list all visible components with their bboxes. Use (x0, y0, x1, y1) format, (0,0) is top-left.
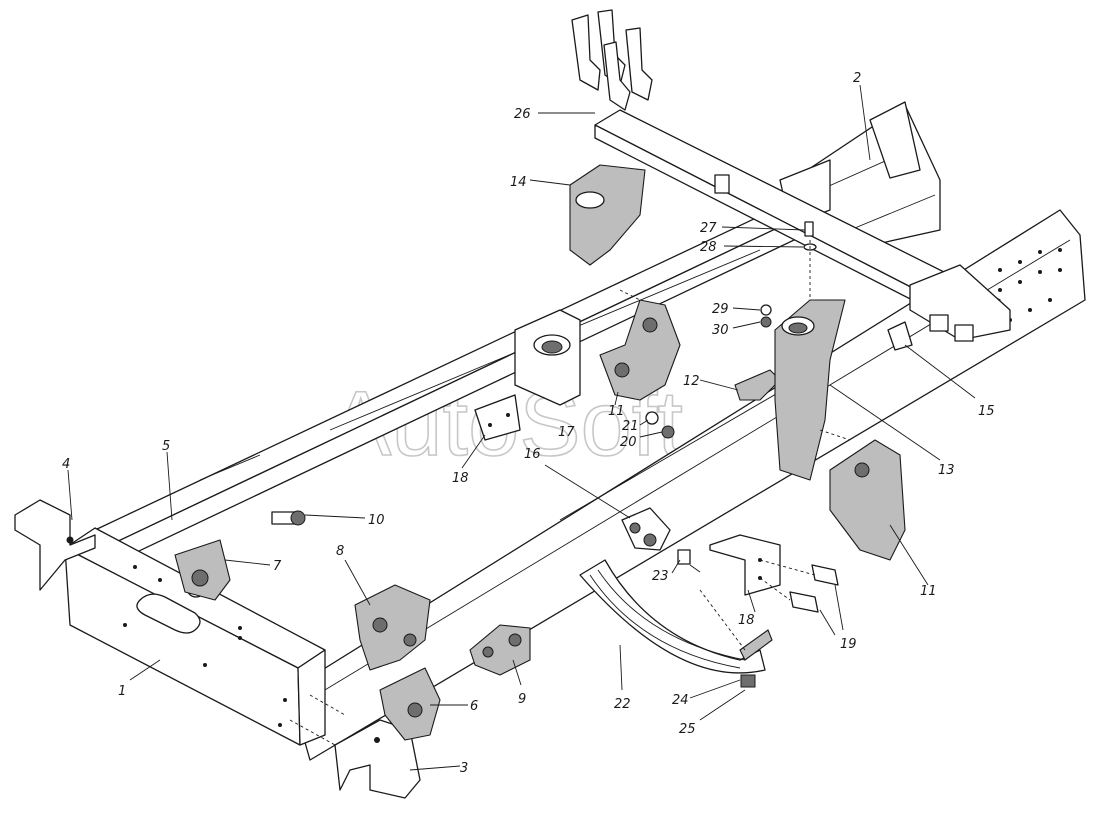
callout-28: 28 (700, 240, 717, 255)
callout-12: 12 (683, 374, 700, 389)
callout-4: 4 (62, 457, 70, 472)
callout-10: 10 (368, 513, 385, 528)
bracket-15 (887, 321, 913, 351)
callout-30: 30 (712, 323, 729, 338)
bracket-12 (734, 369, 781, 401)
bolt-23 (677, 549, 701, 573)
callout-23: 23 (652, 569, 669, 584)
front-left-bracket (14, 499, 96, 591)
callout-18-lower: 18 (738, 613, 755, 628)
bracket-14 (569, 164, 646, 266)
battery-bracket (474, 309, 581, 441)
bolts-19 (789, 564, 839, 613)
callout-21: 21 (622, 419, 639, 434)
callout-15: 15 (978, 404, 995, 419)
callout-24: 24 (672, 693, 689, 708)
callout-5: 5 (162, 439, 170, 454)
washer-29 (760, 304, 772, 316)
mount-16 (621, 507, 671, 551)
callout-1: 1 (118, 684, 126, 699)
assembly-lines (289, 240, 851, 746)
callout-19: 19 (840, 637, 857, 652)
spring-bracket-11-upper (599, 299, 681, 401)
bolt-10 (271, 510, 306, 526)
callout-11-upper: 11 (608, 404, 625, 419)
spring-bracket-8 (354, 584, 431, 671)
washer-21 (645, 411, 659, 425)
callout-29: 29 (712, 302, 729, 317)
callout-8: 8 (336, 544, 344, 559)
callout-16: 16 (524, 447, 541, 462)
bolt-27 (804, 221, 814, 237)
mudguard-22 (579, 559, 766, 674)
callout-11-lower: 11 (920, 584, 937, 599)
callout-22: 22 (614, 697, 631, 712)
nut-25 (740, 674, 756, 688)
callout-6: 6 (470, 699, 478, 714)
callout-27: 27 (700, 221, 717, 236)
callout-18-upper: 18 (452, 471, 469, 486)
spring-bracket-6 (379, 667, 441, 741)
callout-3: 3 (460, 761, 468, 776)
nut-30 (760, 316, 772, 328)
upper-cross-member (571, 9, 1011, 342)
callout-9: 9 (518, 692, 526, 707)
callout-13: 13 (938, 463, 955, 478)
leader-lines (67, 84, 976, 771)
callout-26: 26 (514, 107, 531, 122)
bracket-13 (774, 299, 846, 481)
shackle-9 (469, 624, 531, 676)
callout-20: 20 (620, 435, 637, 450)
callout-7: 7 (273, 559, 282, 574)
callout-14: 14 (510, 175, 527, 190)
fitting-24 (739, 629, 773, 661)
callout-17: 17 (558, 425, 575, 440)
bracket-18-lower (709, 534, 781, 596)
nut-20 (661, 425, 675, 439)
callout-2: 2 (853, 71, 861, 86)
spring-bracket-7 (174, 539, 231, 601)
spring-bracket-11-lower (829, 439, 906, 561)
callout-25: 25 (679, 722, 696, 737)
callout-labels: 1 2 3 4 5 6 7 8 9 10 11 11 12 13 14 15 1… (62, 71, 995, 776)
